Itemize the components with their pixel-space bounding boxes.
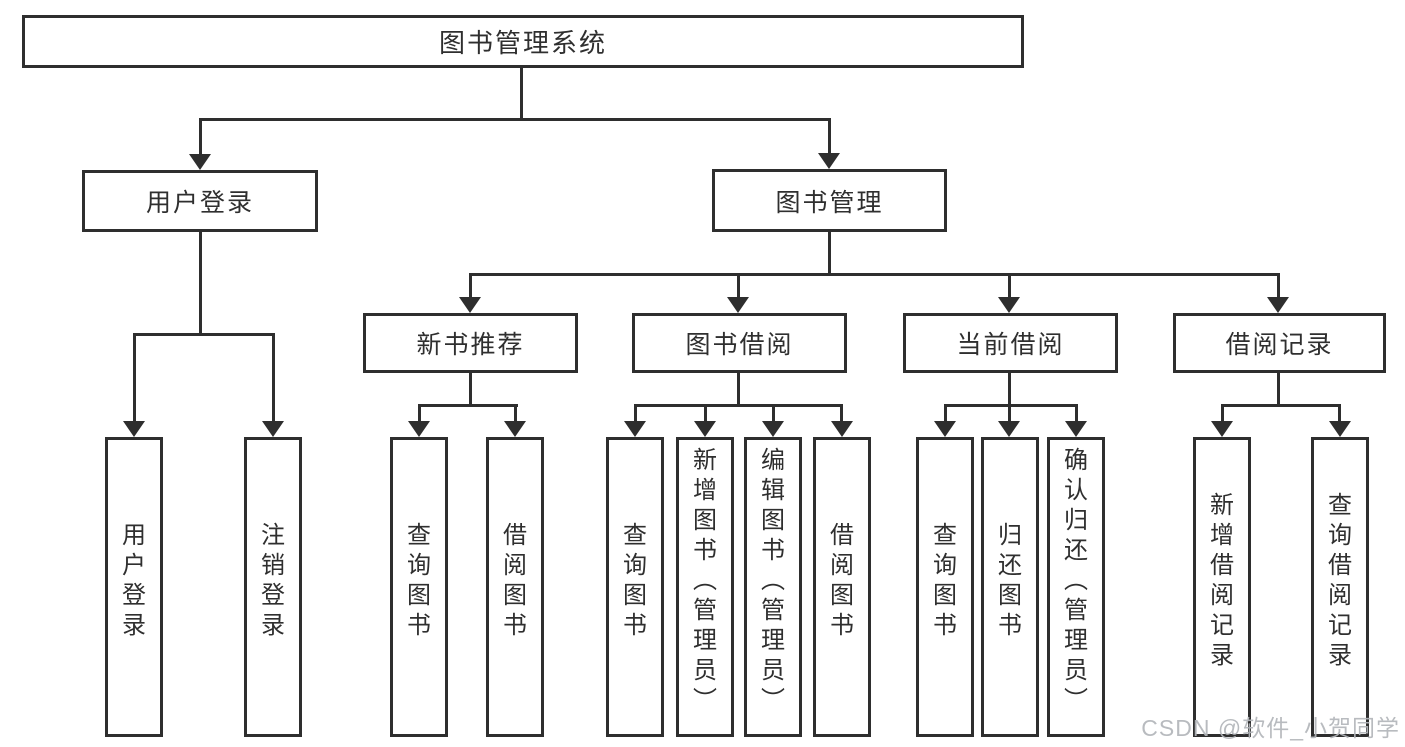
- connector-line: [1075, 404, 1078, 423]
- connector-line: [199, 231, 202, 335]
- leaf-cb-return-books: 归还图书: [981, 437, 1039, 737]
- node-borrow-records: 借阅记录: [1173, 313, 1386, 373]
- node-user-login: 用户登录: [82, 170, 318, 232]
- leaf-bb-add-books-admin: 新增图书︵管理员︶: [676, 437, 734, 737]
- node-current-borrow: 当前借阅: [903, 313, 1118, 373]
- arrowhead-icon: [408, 421, 430, 437]
- leaf-nb-query-books: 查询图书: [390, 437, 448, 737]
- connector-line: [737, 372, 740, 406]
- connector-line: [133, 333, 275, 336]
- node-book-borrow: 图书借阅: [632, 313, 847, 373]
- connector-line: [199, 118, 202, 156]
- leaf-bb-query-books: 查询图书: [606, 437, 664, 737]
- arrowhead-icon: [1267, 297, 1289, 313]
- leaf-bb-edit-books-admin: 编辑图书︵管理员︶: [744, 437, 802, 737]
- arrowhead-icon: [998, 421, 1020, 437]
- arrowhead-icon: [727, 297, 749, 313]
- leaf-bb-borrow-books: 借阅图书: [813, 437, 871, 737]
- connector-line: [1277, 273, 1280, 299]
- leaf-cb-confirm-return-admin: 确认归还︵管理员︶: [1047, 437, 1105, 737]
- connector-line: [272, 333, 275, 423]
- arrowhead-icon: [934, 421, 956, 437]
- arrowhead-icon: [831, 421, 853, 437]
- connector-line: [944, 404, 1078, 407]
- connector-line: [1008, 273, 1011, 299]
- connector-line: [634, 404, 637, 423]
- arrowhead-icon: [694, 421, 716, 437]
- arrowhead-icon: [998, 297, 1020, 313]
- arrowhead-icon: [1329, 421, 1351, 437]
- arrowhead-icon: [459, 297, 481, 313]
- connector-line: [514, 404, 517, 423]
- connector-line: [1338, 404, 1341, 423]
- arrowhead-icon: [1065, 421, 1087, 437]
- arrowhead-icon: [123, 421, 145, 437]
- arrowhead-icon: [262, 421, 284, 437]
- node-new-book-recommend: 新书推荐: [363, 313, 578, 373]
- connector-line: [469, 372, 472, 406]
- arrowhead-icon: [504, 421, 526, 437]
- connector-line: [199, 118, 831, 121]
- connector-line: [828, 118, 831, 155]
- connector-line: [133, 333, 136, 423]
- connector-line: [418, 404, 421, 423]
- connector-line: [1221, 404, 1341, 407]
- leaf-logout: 注销登录: [244, 437, 302, 737]
- leaf-cb-query-books: 查询图书: [916, 437, 974, 737]
- connector-line: [944, 404, 947, 423]
- connector-line: [1008, 372, 1011, 406]
- connector-line: [520, 67, 523, 120]
- arrowhead-icon: [762, 421, 784, 437]
- connector-line: [704, 404, 707, 423]
- connector-line: [1008, 404, 1011, 423]
- connector-line: [840, 404, 843, 423]
- leaf-br-query-record: 查询借阅记录: [1311, 437, 1369, 737]
- connector-line: [772, 404, 775, 423]
- connector-line: [1277, 372, 1280, 406]
- node-book-management: 图书管理: [712, 169, 947, 232]
- leaf-nb-borrow-books: 借阅图书: [486, 437, 544, 737]
- csdn-watermark: CSDN @软件_小贺同学: [1141, 715, 1400, 741]
- arrowhead-icon: [624, 421, 646, 437]
- connector-line: [469, 273, 1280, 276]
- node-root: 图书管理系统: [22, 15, 1024, 68]
- connector-line: [828, 231, 831, 275]
- connector-line: [469, 273, 472, 299]
- leaf-user-login: 用户登录: [105, 437, 163, 737]
- arrowhead-icon: [818, 153, 840, 169]
- connector-line: [634, 404, 843, 407]
- leaf-br-add-record: 新增借阅记录: [1193, 437, 1251, 737]
- connector-line: [737, 273, 740, 299]
- arrowhead-icon: [189, 154, 211, 170]
- connector-line: [418, 404, 518, 407]
- arrowhead-icon: [1211, 421, 1233, 437]
- connector-line: [1221, 404, 1224, 423]
